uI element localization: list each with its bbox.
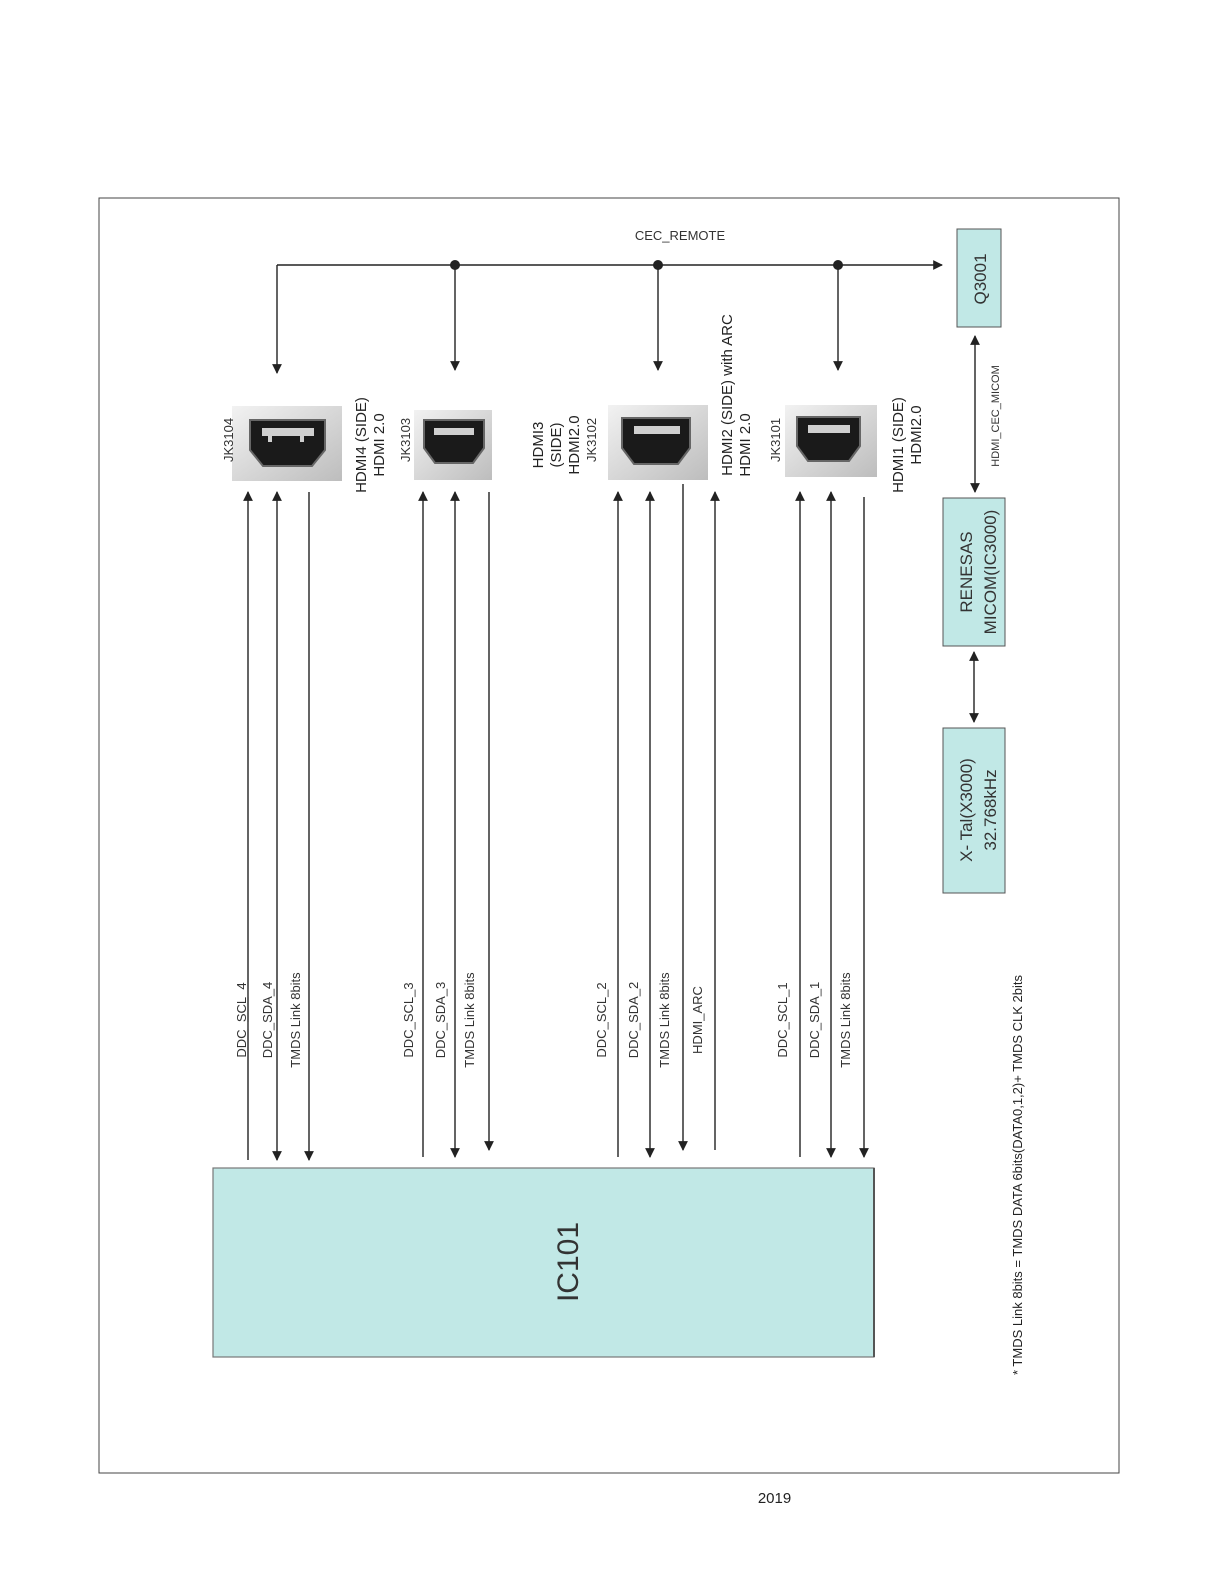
signal-label: DDC_SCL_4 [234,982,249,1057]
renesas-micom-block: RENESAS MICOM(IC3000) [942,497,1006,647]
page-number: 2019 [757,1490,792,1507]
port-name-line1: HDMI4 (SIDE) [353,397,370,493]
signal-label: TMDS Link 8bits [838,972,853,1068]
xtal-line1: X- Tal(X3000) [957,758,976,862]
signal-label: DDC_SCL_3 [401,982,416,1057]
hdmi-connector-icon [608,405,708,480]
signal-label: DDC_SCL_1 [775,982,790,1057]
port-name-line2: (SIDE) [548,422,565,467]
diagram-frame [98,197,1120,1474]
ic101-block: IC101 [212,1167,875,1358]
xtal-block: X- Tal(X3000) 32.768kHz [942,727,1006,894]
port-name-line2: HDMI2.0 [908,405,925,464]
jack-label: JK3104 [221,418,236,462]
jack-label: JK3103 [398,418,413,462]
signal-label: HDMI_ARC [690,986,705,1054]
renesas-line1: RENESAS [957,531,976,612]
micom-cec-link: HDMI_CEC_MICOM [970,335,1002,493]
signal-label: DDC_SDA_1 [807,982,822,1059]
q3001-label: Q3001 [971,253,990,304]
port-name-line1: HDMI3 [530,422,547,469]
port-name-line3: HDMI2.0 [566,415,583,474]
signal-label: DDC_SCL_2 [594,982,609,1057]
micom-link-label: HDMI_CEC_MICOM [990,365,1002,466]
cec-bus: CEC_REMOTE [272,228,943,374]
signal-label: DDC_SDA_2 [626,982,641,1059]
signal-label: TMDS Link 8bits [462,972,477,1068]
signal-label: DDC_SDA_4 [260,982,275,1059]
jack-label: JK3101 [768,418,783,462]
jack-label: JK3102 [584,418,599,462]
q3001-block: Q3001 [956,228,1002,328]
hdmi-connector-icon [414,410,492,480]
port-hdmi3: JK3103 HDMI3 (SIDE) HDMI2.0 DDC_SCL_3 DD… [398,410,583,1158]
signal-label: TMDS Link 8bits [657,972,672,1068]
signal-label: TMDS Link 8bits [288,972,303,1068]
cec-remote-label: CEC_REMOTE [635,228,726,243]
port-name-line2: HDMI 2.0 [737,413,754,476]
port-hdmi4: JK3104 HDMI4 (SIDE) HDMI 2.0 DDC_SCL_4 D… [221,397,388,1161]
hdmi-connector-icon [232,406,342,481]
port-name-line1: HDMI2 (SIDE) with ARC [719,314,736,476]
hdmi-connector-icon [785,405,877,477]
footnote: * TMDS Link 8bits = TMDS DATA 6bits(DATA… [1010,975,1025,1375]
port-hdmi2: JK3102 HDMI2 (SIDE) with ARC HDMI 2.0 DD… [584,314,754,1158]
port-name-line1: HDMI1 (SIDE) [890,397,907,493]
signal-label: DDC_SDA_3 [433,982,448,1059]
renesas-line2: MICOM(IC3000) [981,510,1000,635]
port-name-line2: HDMI 2.0 [371,413,388,476]
xtal-line2: 32.768kHz [981,769,1000,850]
port-hdmi1: JK3101 HDMI1 (SIDE) HDMI2.0 DDC_SCL_1 DD… [768,397,925,1158]
ic101-label: IC101 [552,1222,585,1302]
